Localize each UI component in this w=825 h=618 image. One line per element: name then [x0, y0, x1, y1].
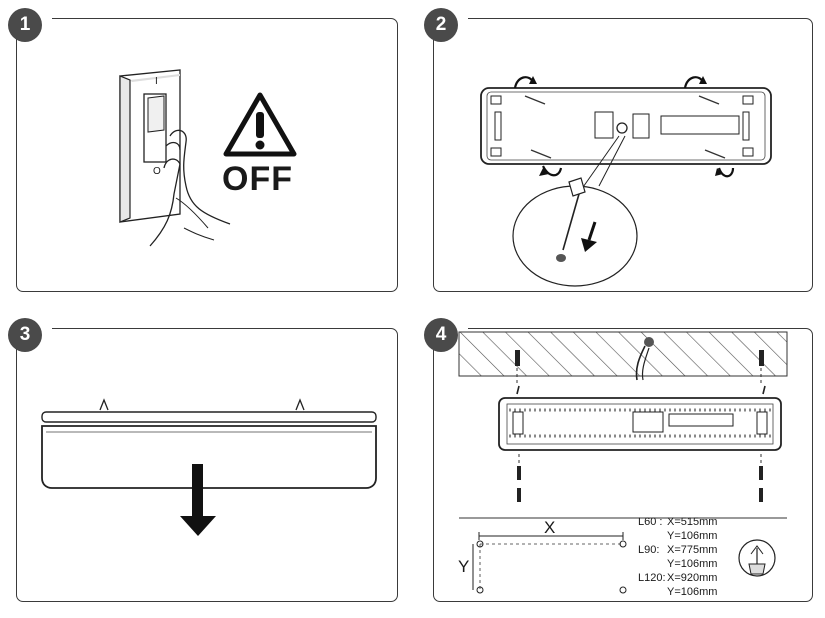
spec-l120-x: X=920mm: [667, 572, 718, 584]
light-switch-illustration: [119, 69, 297, 247]
spec-l60-model: L60 :: [638, 516, 663, 528]
spec-l90-y: Y=106mm: [667, 558, 718, 570]
spec-l90-model: L90:: [638, 544, 660, 556]
spec-l60-x: X=515mm: [667, 516, 718, 528]
ceiling-mounting-illustration: [458, 331, 788, 594]
step-1-badge: 1: [8, 8, 42, 42]
fixture-back-screw-removal: [480, 76, 772, 287]
step-4-badge: 4: [424, 318, 458, 352]
spec-l120-model: L120:: [638, 572, 666, 584]
spec-l120-y: Y=106mm: [667, 586, 718, 598]
step-1-panel: [16, 18, 398, 292]
switch-off-mark: O: [153, 166, 161, 177]
step-2-badge: 2: [424, 8, 458, 42]
diffuser-removal-illustration: [41, 398, 377, 536]
switch-on-mark: I: [155, 76, 158, 87]
spec-l90-x: X=775mm: [667, 544, 718, 556]
spec-l60-y: Y=106mm: [667, 530, 718, 542]
dimension-y-label: Y: [458, 557, 470, 576]
dimension-x-label: X: [544, 518, 556, 537]
step-3-badge: 3: [8, 318, 42, 352]
off-warning-text: OFF: [222, 160, 293, 198]
